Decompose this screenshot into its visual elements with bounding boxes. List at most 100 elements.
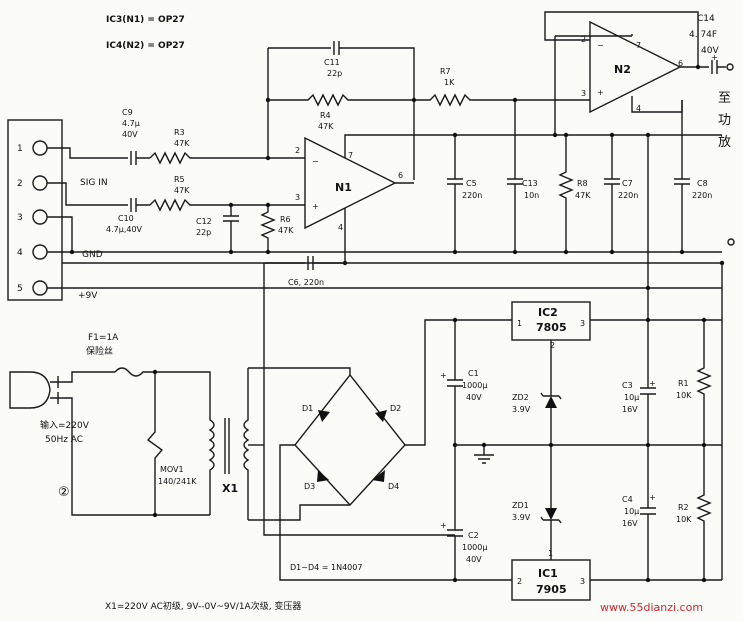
opamp-n1 xyxy=(304,136,397,230)
c4-value: 10µ xyxy=(624,507,639,516)
junction xyxy=(552,132,558,138)
junction xyxy=(609,249,615,255)
junction xyxy=(69,249,75,255)
capacitor-c7 xyxy=(604,135,620,252)
ic1-part: 7905 xyxy=(536,583,567,596)
d1-label: D1 xyxy=(302,404,313,413)
junction xyxy=(152,512,158,518)
ground-symbol xyxy=(474,445,494,464)
resistor-r7 xyxy=(414,93,590,107)
junction xyxy=(563,132,569,138)
c4-ref: C4 xyxy=(622,495,633,504)
fuse-f1 xyxy=(114,367,211,410)
d2-label: D2 xyxy=(390,404,401,413)
n2-plus: + xyxy=(597,88,604,97)
c14-ref: C14 xyxy=(697,14,715,24)
watermark: www.55dianzi.com xyxy=(600,601,703,614)
wire-pin2 xyxy=(47,182,124,206)
junction xyxy=(701,317,707,323)
header-ic4: IC4(N2) = OP27 xyxy=(106,41,185,51)
capacitor-c2 xyxy=(447,445,463,580)
junction xyxy=(548,442,554,448)
n2-feedback xyxy=(544,11,699,67)
junction xyxy=(265,202,271,208)
zd2-ref: ZD2 xyxy=(512,393,529,402)
pin-label-4: 4 xyxy=(17,248,23,258)
zd1-ref: ZD1 xyxy=(512,501,529,510)
wire-pin1 xyxy=(47,147,124,159)
gnd-terminal xyxy=(727,238,735,246)
n2-minus: − xyxy=(597,41,604,50)
n2-label: N2 xyxy=(614,63,631,76)
c14-value: 4. 74F xyxy=(689,30,717,40)
c1-value: 1000µ xyxy=(462,381,487,390)
connector-pin-4 xyxy=(32,244,48,260)
pin-label-5: 5 xyxy=(17,284,23,294)
input-connector: 1 2 3 4 5 xyxy=(7,119,63,301)
d3-label: D3 xyxy=(304,482,315,491)
junction xyxy=(645,577,651,583)
n1-pin6: 6 xyxy=(398,171,403,180)
c7-ref: C7 xyxy=(622,179,633,188)
c3-ref: C3 xyxy=(622,381,633,390)
junction xyxy=(452,132,458,138)
r3-ref: R3 xyxy=(174,128,185,137)
resistor-r8 xyxy=(558,135,574,252)
c1-ref: C1 xyxy=(468,369,479,378)
resistor-r4 xyxy=(268,93,414,107)
n1-pin2: 2 xyxy=(295,146,300,155)
c2-plus: + xyxy=(440,521,447,530)
n1-plus-supply xyxy=(344,134,722,158)
ac-plug xyxy=(9,371,51,409)
resistor-r3 xyxy=(149,151,268,165)
resistor-r2 xyxy=(696,445,712,580)
bridge-pos xyxy=(405,319,512,446)
n2-pin7-wire xyxy=(555,34,633,37)
junction xyxy=(152,369,158,375)
capacitor-c5 xyxy=(447,135,463,252)
bridge-input-bottom xyxy=(248,504,350,521)
c10-ref: C10 xyxy=(118,214,134,223)
junction xyxy=(701,577,707,583)
diode-d2 xyxy=(375,410,387,422)
junction xyxy=(645,132,651,138)
n1-pin4: 4 xyxy=(338,223,343,232)
n1-pin7: 7 xyxy=(348,151,353,160)
ic2-pin3: 3 xyxy=(580,319,585,328)
junction xyxy=(563,249,569,255)
mov1-value: 140/241K xyxy=(158,477,197,486)
diode-d1 xyxy=(318,410,330,422)
zd1-value: 3.9V xyxy=(512,513,531,522)
r5-value: 47K xyxy=(174,186,190,195)
wire-pin3-4 xyxy=(47,216,73,253)
c14-plus: + xyxy=(711,53,718,62)
r2-ref: R2 xyxy=(678,503,689,512)
pin-label-3: 3 xyxy=(17,213,23,223)
ground-return xyxy=(263,263,455,536)
r1-ref: R1 xyxy=(678,379,689,388)
ic1-pin1: 1 xyxy=(548,549,553,558)
junction xyxy=(265,249,271,255)
c12-ref: C12 xyxy=(196,217,212,226)
c13-ref: C13 xyxy=(522,179,538,188)
bridge-neg-out xyxy=(279,520,512,581)
diode-d3 xyxy=(317,470,329,482)
c9-ref: C9 xyxy=(122,108,133,117)
junction xyxy=(695,64,701,70)
ic1-pin2: 2 xyxy=(517,577,522,586)
bridge-rectifier xyxy=(294,373,406,507)
capacitor-c3 xyxy=(640,320,656,445)
transformer-x1: X1 xyxy=(208,368,250,520)
junction xyxy=(512,97,518,103)
zener-zd2 xyxy=(545,396,557,408)
c2-value: 1000µ xyxy=(462,543,487,552)
c9-voltage: 40V xyxy=(122,130,138,139)
r8-value: 47K xyxy=(575,191,591,200)
mov1-ref: MOV1 xyxy=(160,465,184,474)
n1-pin3: 3 xyxy=(295,193,300,202)
junction xyxy=(452,317,458,323)
resistor-r1 xyxy=(696,320,712,445)
sig-in-label: SIG IN xyxy=(80,178,108,188)
output-char-3: 放 xyxy=(718,135,731,150)
capacitor-c11 xyxy=(268,41,415,180)
